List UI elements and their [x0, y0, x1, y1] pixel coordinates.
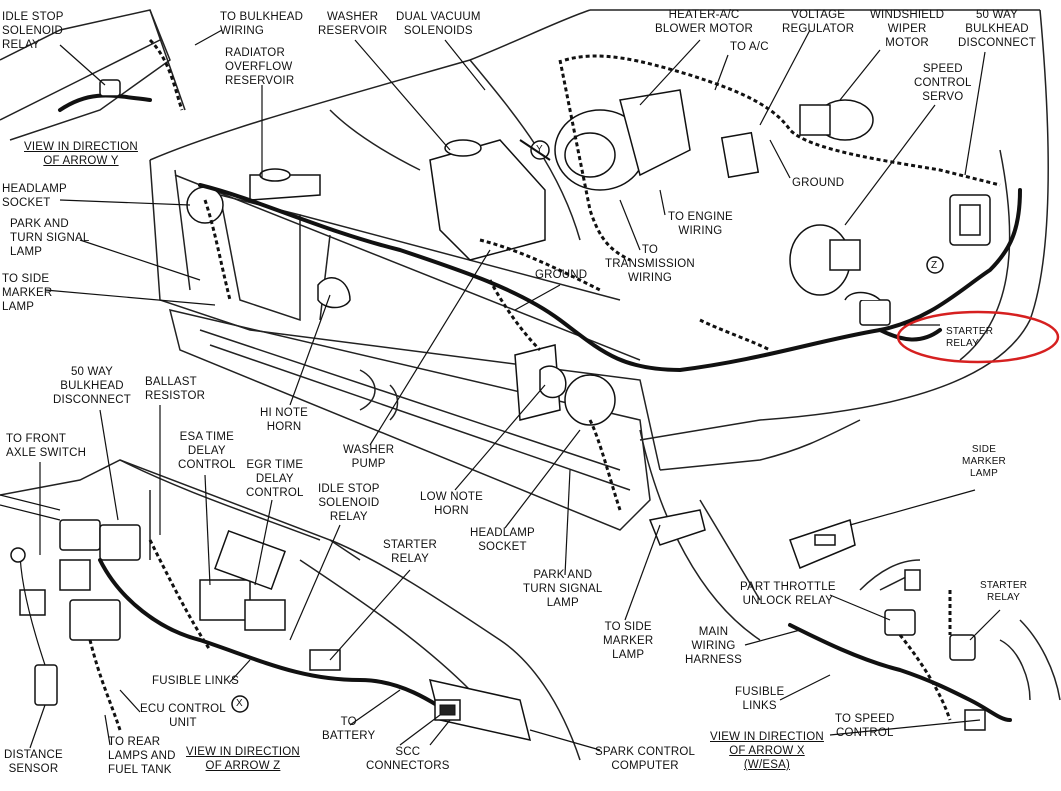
label-windshield-wiper: WINDSHIELD WIPER MOTOR [870, 9, 945, 49]
label-heater-blower: HEATER-A/C BLOWER MOTOR [655, 9, 754, 35]
main-harness [198, 54, 1022, 511]
label-park-turn-left: PARK AND TURN SIGNAL LAMP [10, 218, 90, 258]
label-voltage-regulator: VOLTAGE REGULATOR [782, 9, 855, 35]
label-part-throttle: PART THROTTLE UNLOCK RELAY [740, 581, 836, 607]
label-spark-control: SPARK CONTROL COMPUTER [595, 746, 696, 772]
label-headlamp-socket-mid: HEADLAMP SOCKET [470, 527, 535, 553]
label-hi-note-horn: HI NOTE HORN [260, 407, 309, 433]
label-scc-connectors: SCC CONNECTORS [366, 746, 450, 772]
label-fusible-links-left: FUSIBLE LINKS [152, 675, 239, 687]
label-washer-reservoir: WASHER RESERVOIR [318, 11, 388, 37]
label-ballast-resistor: BALLAST RESISTOR [145, 376, 206, 402]
label-esa-time-delay: ESA TIME DELAY CONTROL [178, 431, 236, 471]
label-side-marker-right: SIDE MARKER LAMP [962, 444, 1006, 479]
label-starter-relay-low: STARTER RELAY [383, 539, 438, 565]
label-egr-time-delay: EGR TIME DELAY CONTROL [246, 459, 304, 499]
label-starter-relay-circled: STARTER RELAY [946, 326, 994, 349]
label-ground-top: GROUND [792, 177, 845, 189]
label-ecu: ECU CONTROL UNIT [140, 703, 226, 729]
label-radiator-overflow: RADIATOR OVERFLOW RESERVOIR [225, 47, 295, 87]
starter-relay-highlight [896, 310, 1060, 364]
inset-view-y [0, 9, 186, 141]
label-view-arrow-x: VIEW IN DIRECTION OF ARROW X (W/ESA) [710, 731, 824, 771]
label-distance-sensor: DISTANCE SENSOR [4, 749, 63, 775]
label-side-marker-mid: TO SIDE MARKER LAMP [603, 621, 654, 661]
view-arrows [519, 139, 944, 274]
label-park-turn-mid: PARK AND TURN SIGNAL LAMP [523, 569, 603, 609]
inset-view-z [0, 459, 581, 761]
label-to-transmission: TO TRANSMISSION WIRING [605, 244, 695, 284]
label-to-speed-control: TO SPEED CONTROL [835, 713, 895, 739]
label-to-front-axle: TO FRONT AXLE SWITCH [6, 433, 87, 459]
label-bulkhead-50way-top: 50 WAY BULKHEAD DISCONNECT [958, 9, 1037, 49]
label-idle-stop-relay-low: IDLE STOP SOLENOID RELAY [318, 483, 380, 523]
label-to-engine-wiring: TO ENGINE WIRING [668, 211, 733, 237]
label-to-ac: TO A/C [730, 41, 769, 53]
label-headlamp-socket-left: HEADLAMP SOCKET [2, 183, 67, 209]
label-arrow-z: Z [931, 260, 938, 271]
inset-view-x [788, 559, 1061, 731]
label-idle-stop-relay-top: IDLE STOP SOLENOID RELAY [2, 11, 64, 51]
label-view-arrow-z: VIEW IN DIRECTION OF ARROW Z [186, 746, 300, 772]
label-arrow-y: Y [536, 144, 543, 155]
label-arrow-x: X [236, 698, 243, 709]
label-low-note-horn: LOW NOTE HORN [420, 491, 483, 517]
label-side-marker-left: TO SIDE MARKER LAMP [2, 273, 53, 313]
label-fusible-links-right: FUSIBLE LINKS [735, 686, 785, 712]
label-washer-pump: WASHER PUMP [343, 444, 395, 470]
label-bulkhead-50way-left: 50 WAY BULKHEAD DISCONNECT [53, 366, 132, 406]
label-view-arrow-y: VIEW IN DIRECTION OF ARROW Y [24, 141, 138, 167]
label-starter-relay-right: STARTER RELAY [980, 580, 1028, 603]
label-speed-control-servo: SPEED CONTROL SERVO [914, 63, 972, 103]
label-ground-mid: GROUND [535, 269, 588, 281]
label-to-bulkhead-wiring: TO BULKHEAD WIRING [220, 11, 304, 37]
leader-lines [0, 29, 1001, 751]
label-to-battery: TO BATTERY [322, 716, 376, 742]
label-to-rear-lamps: TO REAR LAMPS AND FUEL TANK [108, 736, 176, 776]
vehicle-body [149, 9, 1049, 641]
label-main-wiring: MAIN WIRING HARNESS [685, 626, 742, 666]
label-dual-vacuum: DUAL VACUUM SOLENOIDS [396, 11, 481, 37]
